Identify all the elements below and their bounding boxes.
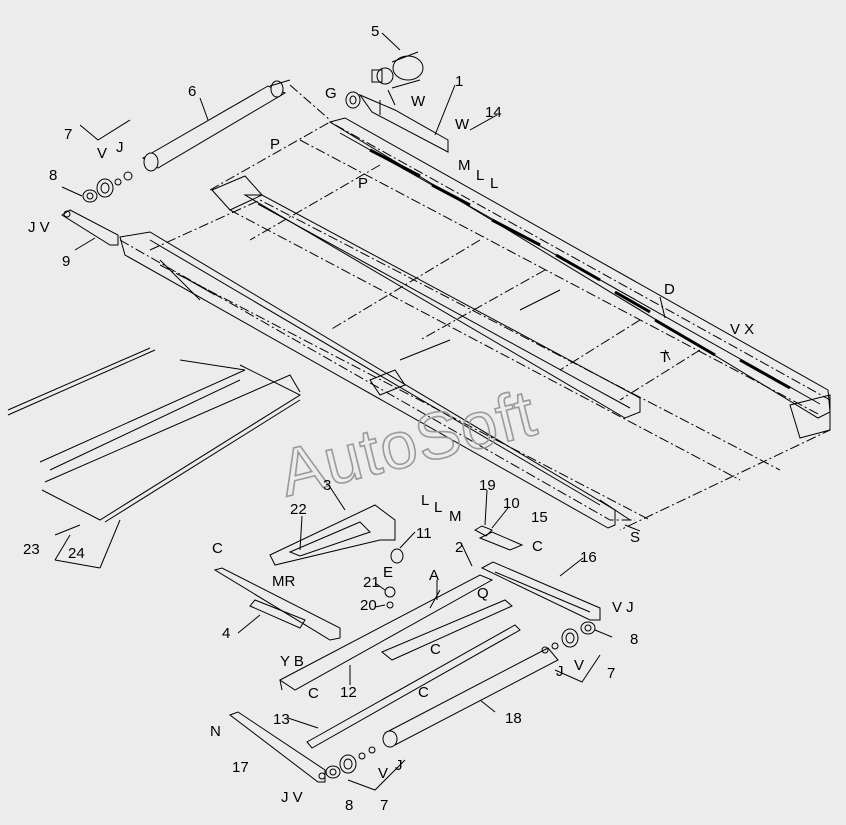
label-g: G	[325, 85, 337, 102]
watermark: AutoSoft	[272, 375, 543, 510]
bearing-group-lower-right	[541, 621, 601, 683]
label-16: 16	[580, 549, 597, 566]
label-3: 3	[323, 477, 331, 494]
motor-part-5	[371, 51, 424, 106]
label-9: 9	[62, 253, 70, 270]
label-v1: V	[97, 145, 107, 162]
label-15: 15	[531, 509, 548, 526]
label-l3: L	[421, 492, 429, 509]
label-6: 6	[188, 83, 196, 100]
label-l1: L	[476, 167, 484, 184]
label-e: E	[383, 564, 393, 581]
label-1: 1	[455, 73, 463, 90]
label-11: 11	[416, 525, 432, 542]
label-j2: J	[556, 663, 564, 680]
label-19: 19	[479, 477, 496, 494]
label-l4: L	[434, 499, 442, 516]
gusset-part-3	[269, 504, 404, 566]
label-l2: L	[490, 175, 498, 192]
frame-slots	[369, 148, 791, 390]
label-14: 14	[485, 104, 502, 121]
label-21: 21	[363, 574, 380, 591]
side-panel-part-23	[7, 347, 302, 523]
label-7c: 7	[380, 797, 388, 814]
label-c3: C	[430, 641, 441, 658]
label-4: 4	[222, 625, 230, 642]
label-v2: V	[574, 657, 584, 674]
label-s: S	[630, 529, 640, 546]
label-7b: 7	[607, 665, 615, 682]
label-vj2: V J	[612, 599, 634, 616]
bearing-group-lower	[325, 746, 406, 791]
label-n: N	[210, 723, 221, 740]
label-t: T	[660, 349, 669, 366]
label-p2: P	[358, 175, 368, 192]
label-c4: C	[308, 685, 319, 702]
label-23: 23	[23, 541, 40, 558]
label-a: A	[429, 567, 439, 584]
frame-members	[119, 117, 831, 529]
bracket-part-9	[61, 209, 119, 246]
label-8a: 8	[49, 167, 57, 184]
label-mr: MR	[272, 573, 295, 590]
roller-part-18	[382, 647, 559, 748]
label-7a: 7	[64, 126, 72, 143]
label-c1: C	[212, 540, 223, 557]
strip-part-13	[306, 624, 521, 749]
label-c2: C	[532, 538, 543, 555]
label-12: 12	[340, 684, 357, 701]
label-w2: W	[455, 116, 470, 133]
label-d: D	[664, 281, 675, 298]
label-24: 24	[68, 545, 85, 562]
label-w1: W	[411, 93, 426, 110]
bearing-group-upper-left	[79, 119, 133, 203]
label-j3: J	[395, 757, 403, 774]
label-q: Q	[477, 585, 489, 602]
bracket-part-17	[228, 711, 326, 783]
label-p1: P	[270, 136, 280, 153]
label-m1: M	[458, 157, 471, 174]
plate-part-4	[213, 567, 341, 641]
label-18: 18	[505, 710, 522, 727]
label-17: 17	[232, 759, 249, 776]
label-8b: 8	[630, 631, 638, 648]
leader-lines	[54, 32, 671, 729]
label-v3: V	[378, 765, 388, 782]
label-20: 20	[360, 597, 377, 614]
label-10: 10	[503, 495, 520, 512]
part-labels: 5 6 G 1 W 14 W P P M L L 7 V J 8 J V 9 D…	[23, 23, 754, 814]
label-vx: V X	[730, 321, 754, 338]
label-jv1: J V	[28, 219, 50, 236]
label-13: 13	[273, 711, 290, 728]
label-j1: J	[116, 139, 124, 156]
strip-part-12	[279, 574, 513, 691]
label-8c: 8	[345, 797, 353, 814]
roller-part-6	[142, 79, 291, 172]
label-5: 5	[371, 23, 379, 40]
label-c5: C	[418, 684, 429, 701]
label-2: 2	[455, 539, 463, 556]
washer-group-19	[384, 525, 524, 609]
bracket-part-1	[345, 91, 449, 153]
label-jv3: J V	[281, 789, 303, 806]
rail-part-16	[480, 561, 601, 621]
label-yb: Y B	[280, 653, 304, 670]
label-22: 22	[290, 501, 307, 518]
label-m2: M	[449, 508, 462, 525]
